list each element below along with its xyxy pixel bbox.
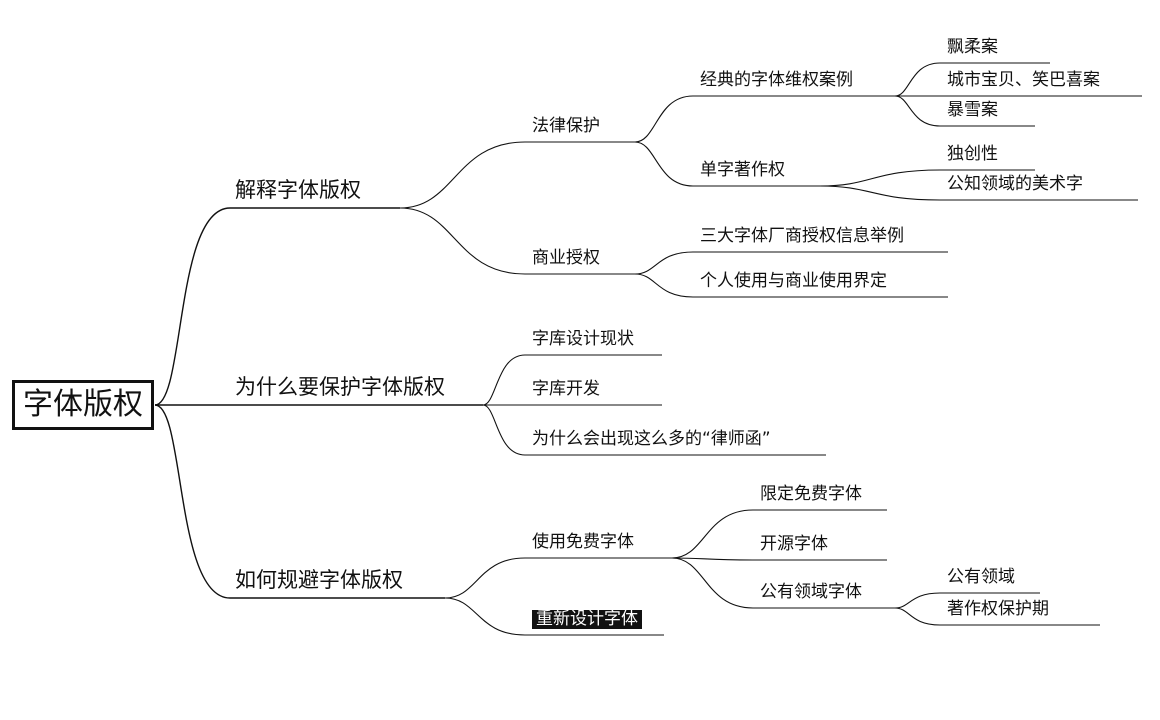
topic-a1a1[interactable]: 飘柔案 <box>947 37 998 57</box>
connector-a1b2 <box>819 185 1138 201</box>
topic-b[interactable]: 为什么要保护字体版权 <box>235 375 445 399</box>
root-topic[interactable]: 字体版权 <box>12 380 154 430</box>
topic-c2[interactable]: 重新设计字体 <box>532 610 642 629</box>
topic-a2a[interactable]: 三大字体厂商授权信息举例 <box>700 226 904 246</box>
connector-a <box>154 207 400 406</box>
connector-a2 <box>399 207 635 275</box>
connector-c1 <box>444 557 672 599</box>
connector-a2b <box>634 273 948 298</box>
connector-c1c2 <box>894 607 1100 626</box>
connector-a2a <box>634 251 948 275</box>
connector-a1a <box>634 95 895 143</box>
topic-a1a2[interactable]: 城市宝贝、笑巴喜案 <box>947 70 1100 90</box>
connector-c1c <box>671 557 895 609</box>
topic-c1c2[interactable]: 著作权保护期 <box>947 599 1049 619</box>
connector-b1 <box>482 354 662 406</box>
topic-c[interactable]: 如何规避字体版权 <box>235 568 403 592</box>
connector-a1a3 <box>894 95 1035 127</box>
topic-a1b1[interactable]: 独创性 <box>947 144 998 164</box>
connector-c <box>154 404 445 599</box>
topic-a1a3[interactable]: 暴雪案 <box>947 100 998 120</box>
topic-a[interactable]: 解释字体版权 <box>235 178 361 202</box>
connector-a1b1 <box>819 169 1035 187</box>
connector-c1b <box>671 557 887 561</box>
topic-a2b[interactable]: 个人使用与商业使用界定 <box>700 271 887 291</box>
topic-c1a[interactable]: 限定免费字体 <box>760 484 862 504</box>
connector-a1b <box>634 141 820 187</box>
connector-c1c1 <box>894 592 1040 609</box>
connector-b3 <box>482 404 826 456</box>
connector-a1 <box>399 141 635 209</box>
topic-c1c1[interactable]: 公有领域 <box>947 567 1015 587</box>
connector-a1a1 <box>894 62 1050 97</box>
connector-c2 <box>444 597 664 636</box>
topic-a1[interactable]: 法律保护 <box>532 116 600 136</box>
topic-c1c[interactable]: 公有领域字体 <box>760 582 862 602</box>
topic-a1b2[interactable]: 公知领域的美术字 <box>947 174 1083 194</box>
topic-a2[interactable]: 商业授权 <box>532 248 600 268</box>
topic-a1b[interactable]: 单字著作权 <box>700 160 785 180</box>
topic-b1[interactable]: 字库设计现状 <box>532 329 634 349</box>
topic-c1b[interactable]: 开源字体 <box>760 534 828 554</box>
connector-c1a <box>671 509 887 559</box>
topic-c1[interactable]: 使用免费字体 <box>532 532 634 552</box>
root-topic-label: 字体版权 <box>23 387 143 422</box>
topic-a1a[interactable]: 经典的字体维权案例 <box>700 70 853 90</box>
topic-b3[interactable]: 为什么会出现这么多的“律师函” <box>532 429 771 449</box>
topic-b2[interactable]: 字库开发 <box>532 379 600 399</box>
